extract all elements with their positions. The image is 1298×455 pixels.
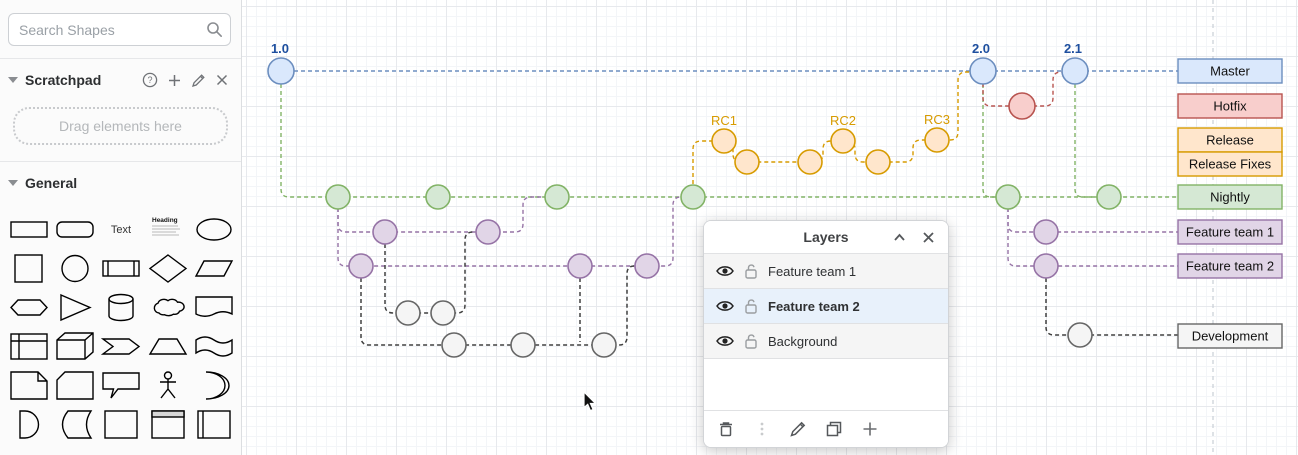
shape-rectangle[interactable] (6, 210, 52, 249)
layer-name: Background (768, 333, 838, 349)
shape-parallelogram[interactable] (191, 249, 237, 288)
scratchpad-title: Scratchpad (25, 72, 102, 88)
shape-cube[interactable] (52, 327, 98, 366)
shape-square[interactable] (6, 249, 52, 288)
add-icon[interactable] (167, 73, 182, 88)
scratchpad-dropzone[interactable]: Drag elements here (13, 107, 228, 145)
shape-document[interactable] (191, 288, 237, 327)
search-icon[interactable] (206, 21, 223, 43)
close-icon[interactable] (215, 73, 229, 87)
unlock-icon[interactable] (744, 333, 758, 349)
shape-step[interactable] (98, 327, 144, 366)
layer-row-feature-team-1[interactable]: Feature team 1 (704, 254, 948, 289)
general-section-header[interactable]: General (0, 162, 241, 204)
shape-diamond[interactable] (145, 249, 191, 288)
visibility-eye-icon[interactable] (716, 334, 734, 348)
scratchpad-section-header[interactable]: Scratchpad ? (0, 59, 241, 101)
shape-horizontal-container[interactable] (191, 405, 237, 444)
layers-empty-area (704, 359, 948, 410)
svg-text:?: ? (147, 75, 152, 85)
help-icon[interactable]: ? (142, 72, 158, 88)
layer-name: Feature team 2 (768, 298, 860, 314)
visibility-eye-icon[interactable] (716, 299, 734, 313)
shape-ellipse[interactable] (191, 210, 237, 249)
close-icon[interactable] (921, 230, 936, 245)
shape-note[interactable] (6, 366, 52, 405)
layers-panel: Layers Feature team 1 Feature team 2 (703, 220, 949, 448)
delete-layer-icon[interactable] (716, 419, 736, 439)
layers-panel-title: Layers (803, 229, 849, 245)
edit-layer-icon[interactable] (788, 419, 808, 439)
shape-palette: Text Heading (0, 204, 241, 444)
shape-process[interactable] (98, 249, 144, 288)
layer-row-feature-team-2[interactable]: Feature team 2 (704, 289, 948, 324)
svg-text:Heading: Heading (152, 217, 178, 224)
unlock-icon[interactable] (744, 298, 758, 314)
shape-callout[interactable] (98, 366, 144, 405)
shape-cylinder[interactable] (98, 288, 144, 327)
shape-data-storage[interactable] (52, 405, 98, 444)
shape-internal-storage[interactable] (6, 327, 52, 366)
edit-pencil-icon[interactable] (191, 73, 206, 88)
divider (0, 58, 241, 59)
shape-vertical-container[interactable] (145, 405, 191, 444)
shape-triangle[interactable] (52, 288, 98, 327)
layer-name: Feature team 1 (768, 263, 857, 279)
unlock-icon[interactable] (744, 263, 758, 279)
chevron-down-icon (8, 180, 18, 186)
shape-trapezoid[interactable] (145, 327, 191, 366)
more-vertical-icon[interactable] (752, 419, 772, 439)
visibility-eye-icon[interactable] (716, 264, 734, 278)
shape-rounded-rectangle[interactable] (52, 210, 98, 249)
general-title: General (25, 175, 78, 191)
shapes-sidebar: Scratchpad ? Drag elements here General … (0, 0, 242, 455)
collapse-chevron-up-icon[interactable] (892, 230, 907, 245)
shape-circle[interactable] (52, 249, 98, 288)
duplicate-layer-icon[interactable] (824, 419, 844, 439)
shape-actor[interactable] (145, 366, 191, 405)
shape-tape[interactable] (191, 327, 237, 366)
shape-heading[interactable]: Heading (145, 210, 191, 249)
divider (0, 161, 241, 162)
shape-and[interactable] (6, 405, 52, 444)
shape-cloud[interactable] (145, 288, 191, 327)
shape-card[interactable] (52, 366, 98, 405)
shape-text[interactable]: Text (98, 210, 144, 249)
shape-or[interactable] (191, 366, 237, 405)
shape-container[interactable] (98, 405, 144, 444)
add-layer-icon[interactable] (860, 419, 880, 439)
search-shapes-input[interactable] (8, 13, 231, 46)
chevron-down-icon (8, 77, 18, 83)
svg-text:Text: Text (111, 224, 131, 236)
dropzone-hint: Drag elements here (59, 118, 182, 134)
layer-row-background[interactable]: Background (704, 324, 948, 359)
shape-hexagon[interactable] (6, 288, 52, 327)
